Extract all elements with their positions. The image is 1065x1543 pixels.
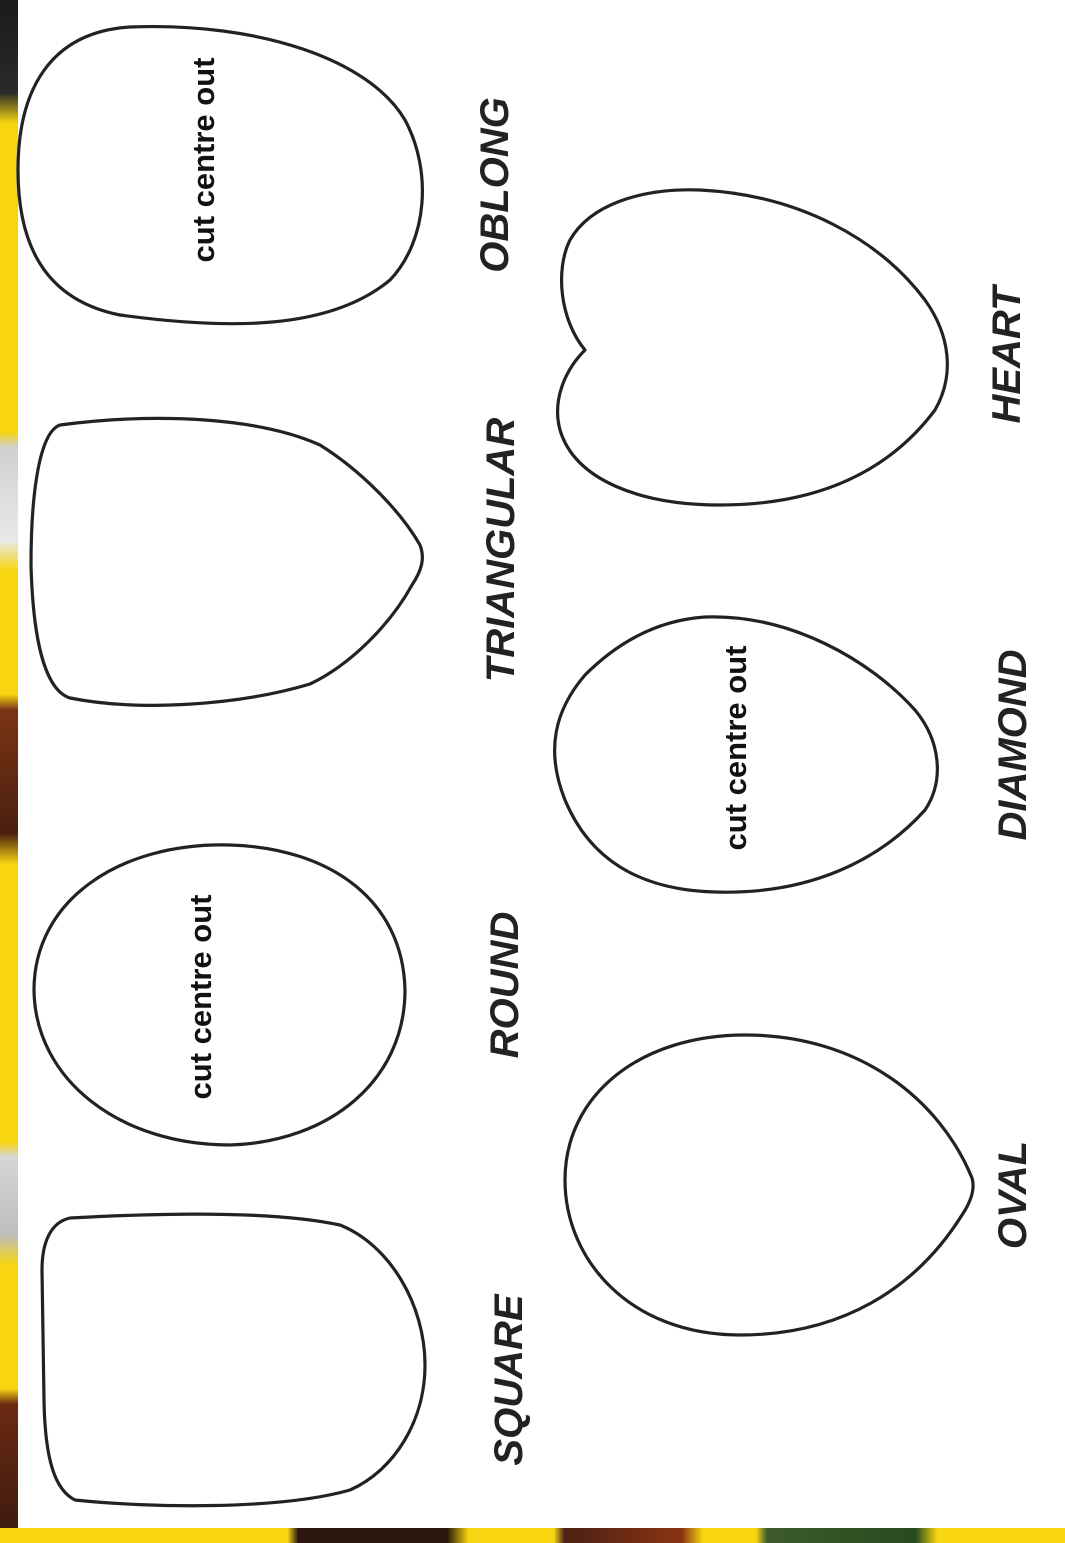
square-shape <box>42 1214 425 1506</box>
note-round: cut centre out <box>183 895 218 1100</box>
round-shape <box>34 845 405 1145</box>
oval-shape <box>565 1035 973 1335</box>
label-round: ROUND <box>483 912 527 1059</box>
note-diamond: cut centre out <box>718 646 753 851</box>
label-square: SQUARE <box>487 1293 531 1465</box>
label-diamond: DIAMOND <box>991 649 1035 840</box>
note-oblong: cut centre out <box>186 58 221 263</box>
label-heart: HEART <box>985 283 1029 424</box>
label-triangular: TRIANGULAR <box>479 418 523 683</box>
label-oblong: OBLONG <box>473 97 517 273</box>
label-oval: OVAL <box>991 1141 1035 1249</box>
triangular-shape <box>31 418 422 705</box>
heart-shape <box>558 190 948 505</box>
